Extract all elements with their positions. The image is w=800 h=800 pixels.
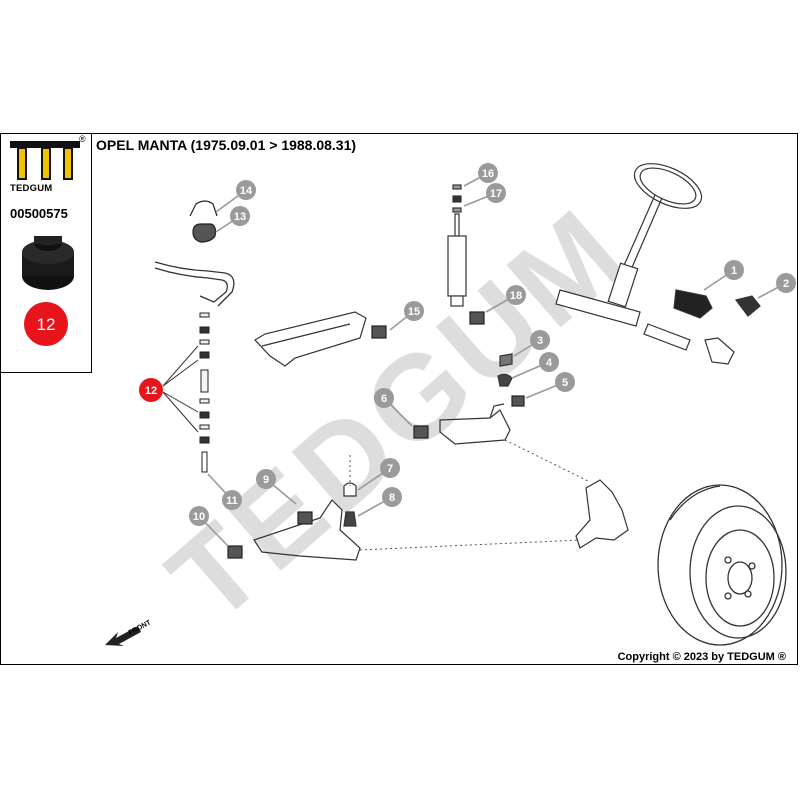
selected-part-badge: 12: [24, 302, 68, 346]
callout-label-6: 6: [381, 393, 387, 405]
callout-1: 1: [703, 260, 744, 291]
callout-label-9: 9: [263, 474, 269, 486]
callout-label-7: 7: [387, 463, 393, 475]
callout-4: 4: [511, 352, 559, 379]
callout-circle-11: [222, 490, 242, 510]
callout-label-11: 11: [226, 495, 238, 507]
callout-15: 15: [389, 301, 424, 331]
callout-label-1: 1: [731, 265, 737, 277]
callout-label-10: 10: [193, 511, 205, 523]
callout-14: 14: [215, 180, 256, 213]
steering-knuckle: [575, 479, 629, 549]
registered-mark: ®: [79, 134, 86, 144]
callout-label-18: 18: [510, 290, 522, 302]
callout-label-17: 17: [490, 188, 502, 200]
steering-assembly: [555, 163, 761, 365]
shock-absorber: [447, 184, 485, 325]
part-callouts: 1 2 345 6 7 8 9 10 11 13 14 15 16 17 18: [189, 163, 796, 547]
callout-8: 8: [357, 487, 402, 517]
callout-label-14: 14: [240, 185, 253, 197]
callout-circle-5: [555, 372, 575, 392]
connection-lines: [349, 439, 591, 551]
callout-label-3: 3: [537, 335, 543, 347]
callout-12-label: 12: [145, 385, 157, 397]
badge-label: 12: [37, 315, 56, 334]
diagram-frame: [0, 133, 798, 665]
callout-7: 7: [357, 458, 400, 491]
brand-name: TEDGUM: [10, 183, 53, 194]
stabilizer-link-parts: [199, 312, 210, 473]
page-title: OPEL MANTA (1975.09.01 > 1988.08.31): [96, 137, 357, 153]
callout-17: 17: [463, 183, 506, 207]
callout-circle-10: [189, 506, 209, 526]
callout-3: 3: [513, 330, 550, 357]
stabilizer-clamp: [189, 200, 218, 243]
callout-circle-6: [374, 388, 394, 408]
part-info-panel: [0, 133, 92, 373]
tedgum-logo: [10, 141, 80, 181]
callout-circle-3: [530, 330, 550, 350]
callout-9: 9: [256, 469, 297, 505]
callout-circle-4: [539, 352, 559, 372]
callout-label-15: 15: [408, 306, 420, 318]
callout-18: 18: [485, 285, 526, 313]
callout-circle-16: [478, 163, 498, 183]
callout-10: 10: [189, 506, 229, 547]
callout-circle-14: [236, 180, 256, 200]
callout-label-16: 16: [482, 168, 494, 180]
callout-circle-9: [256, 469, 276, 489]
watermark: TEDGUM: [144, 182, 652, 648]
callout-6: 6: [374, 388, 413, 427]
callout-circle-2: [776, 273, 796, 293]
front-label: FRONT: [128, 619, 153, 637]
callout-label-5: 5: [562, 377, 568, 389]
upper-control-arm: [413, 353, 525, 445]
front-indicator: FRONT: [105, 619, 153, 646]
callout-label-8: 8: [389, 492, 395, 504]
callout-circle-8: [382, 487, 402, 507]
callout-11: 11: [207, 473, 242, 510]
callout-circle-13: [230, 206, 250, 226]
copyright-notice: Copyright © 2023 by TEDGUM ®: [617, 651, 786, 663]
bushing-photo: [22, 236, 74, 290]
callout-13: 13: [215, 206, 250, 233]
callout-label-4: 4: [546, 357, 553, 369]
stabilizer-bar: [154, 261, 235, 307]
callout-circle-18: [506, 285, 526, 305]
watermark-text: TEDGUM: [144, 182, 652, 648]
callout-circle-15: [404, 301, 424, 321]
callout-label-13: 13: [234, 211, 246, 223]
trailing-arm: [254, 311, 387, 367]
callout-circle-7: [380, 458, 400, 478]
wheel: [657, 484, 787, 646]
callout-circle-17: [486, 183, 506, 203]
callout-label-2: 2: [783, 278, 789, 290]
callout-2: 2: [757, 273, 796, 299]
callout-16: 16: [463, 163, 498, 187]
callout-12-highlight: 12: [139, 345, 199, 433]
callout-circle-1: [724, 260, 744, 280]
part-number: 00500575: [10, 206, 68, 221]
lower-control-arm: [227, 482, 361, 561]
callout-5: 5: [525, 372, 575, 399]
